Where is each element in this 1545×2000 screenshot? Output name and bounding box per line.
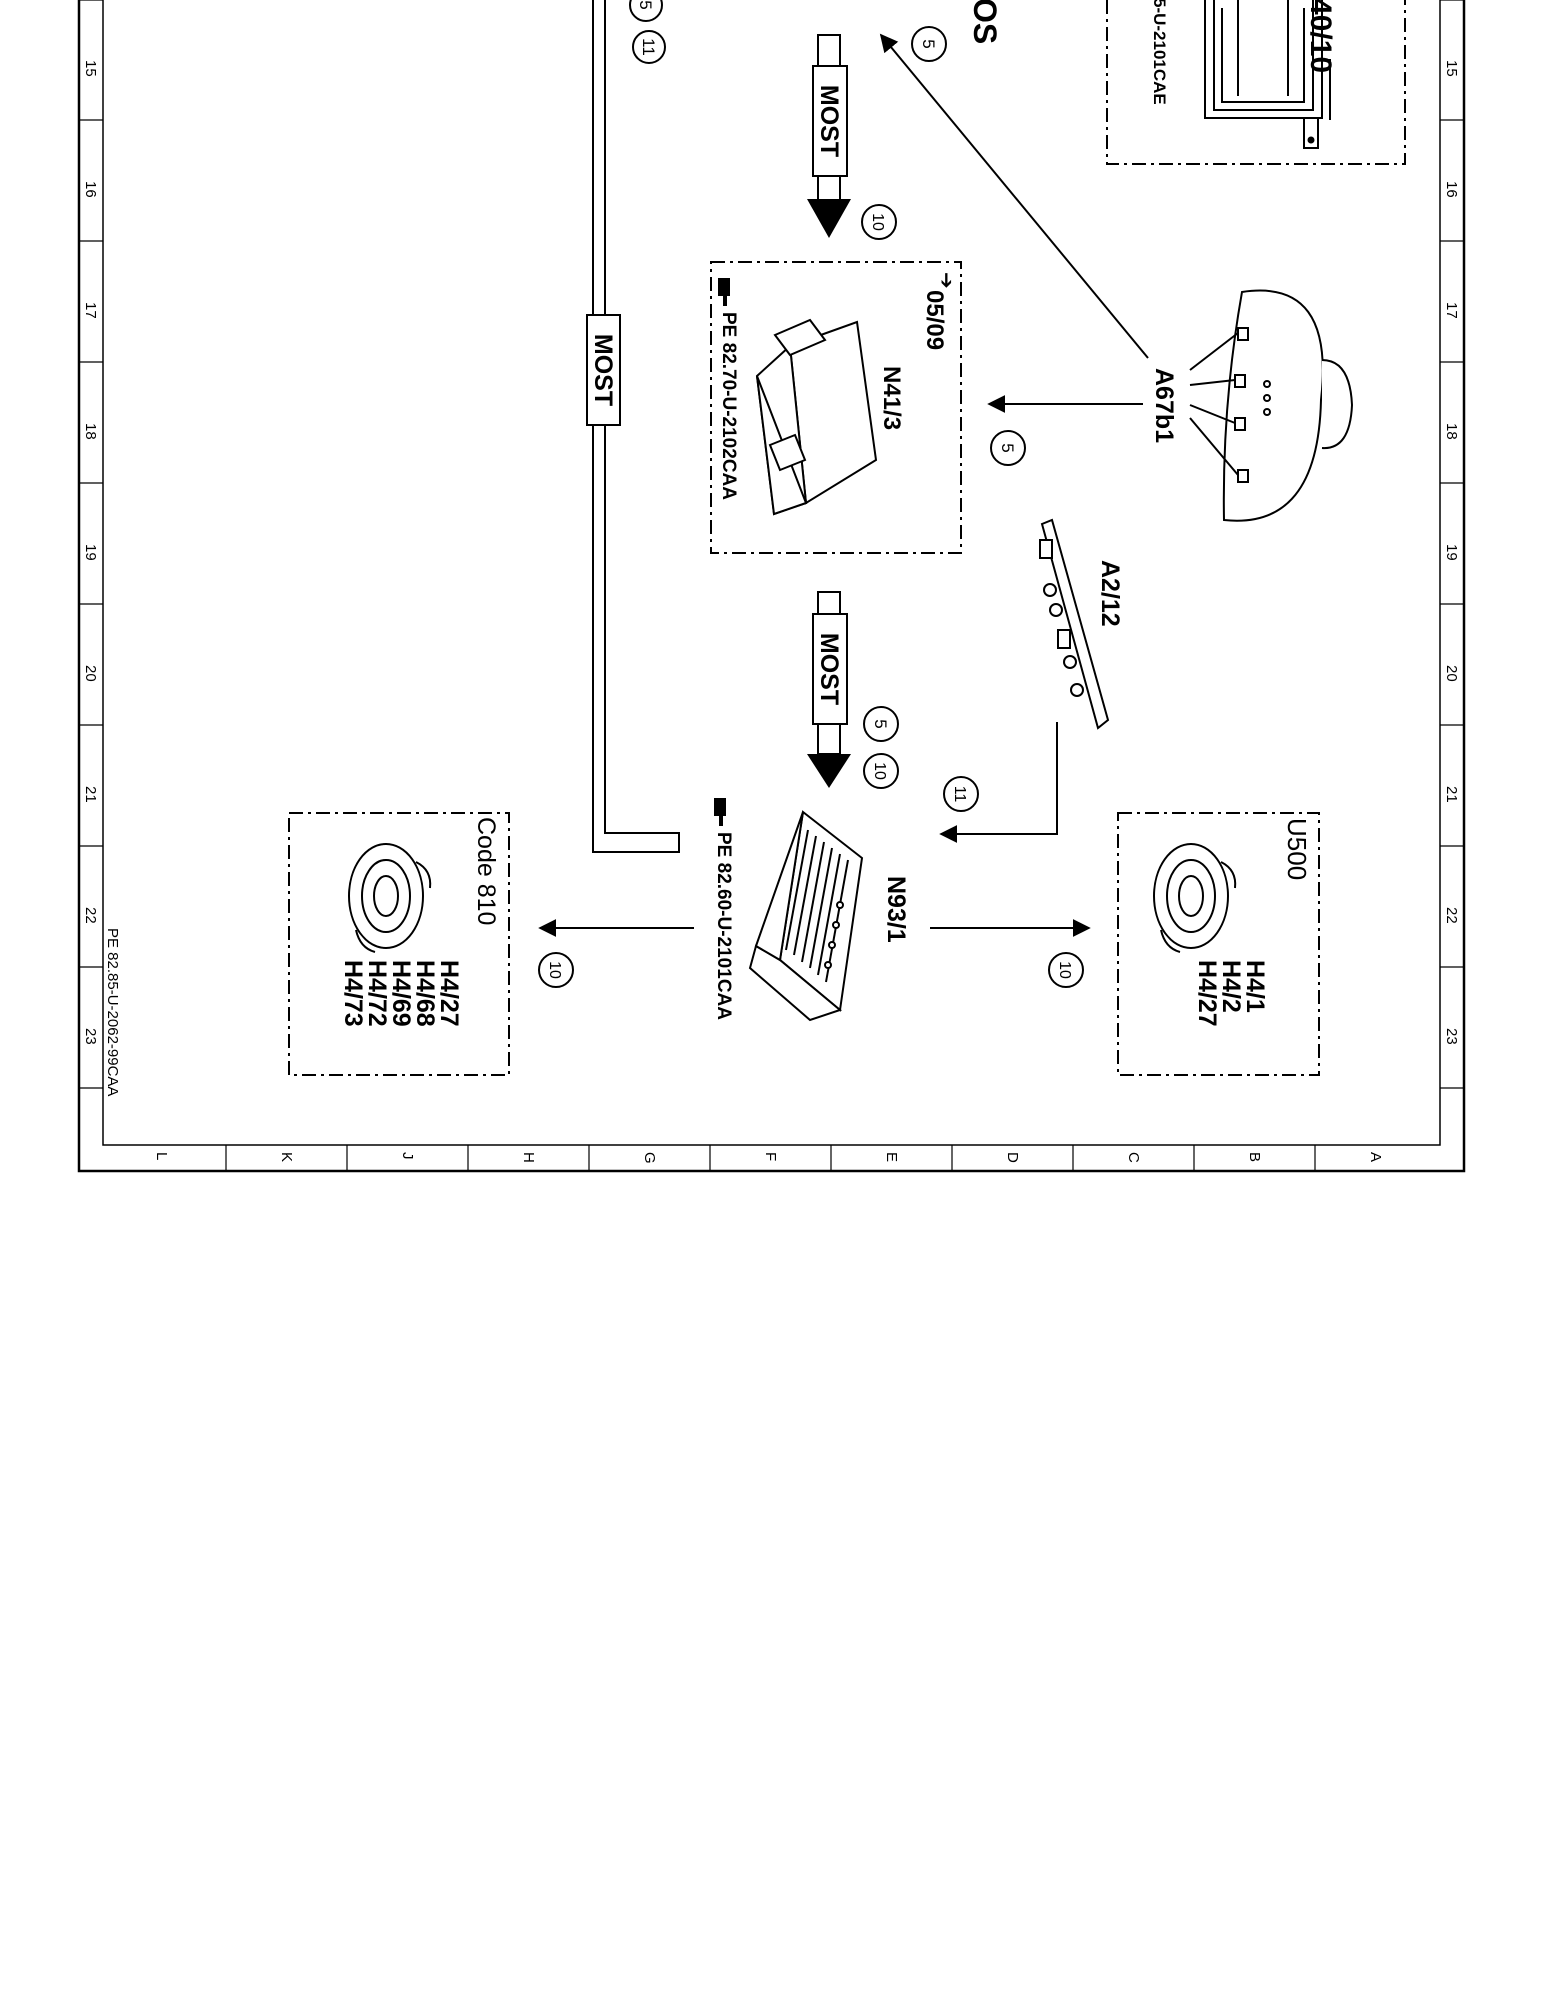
column-label: H [520,1152,537,1163]
code-810-item: H4/69 [387,960,415,1027]
row-label: 19 [1443,544,1460,561]
svg-text:5: 5 [919,39,938,48]
svg-text:5: 5 [871,719,890,728]
signal-number-a67b1-n41-3: 5 [990,430,1026,466]
svg-text:11: 11 [951,786,968,803]
most-connector-lower: MOST 5 10 [807,591,899,789]
svg-text:MOST: MOST [815,85,843,157]
most-bus-wire [592,0,680,853]
row-label: 18 [1443,423,1460,440]
row-label: 17 [1443,302,1460,319]
column-label: G [641,1152,658,1164]
svg-text:11: 11 [639,38,658,56]
code-810-title: Code 810 [472,817,500,925]
column-labels: L K J H G F E D C B A [153,1152,1384,1164]
u500-title: U500 [1282,818,1312,880]
n93-1-id: N93/1 [882,876,910,943]
column-label: E [883,1152,900,1162]
row-labels-left: 15 16 17 18 19 20 21 22 23 [82,60,99,1045]
column-label: C [1125,1152,1142,1163]
speaker-icon [348,843,432,953]
column-label: K [278,1152,295,1162]
row-label: 21 [82,786,99,803]
hand-pointer-icon [718,278,730,306]
row-label: 17 [82,302,99,319]
svg-text:5: 5 [636,0,655,9]
n41-3-ref: PE 82.70-U-2102CAA [718,312,739,500]
row-label: 16 [82,181,99,198]
row-label: 22 [82,907,99,924]
top-fragments: OS 5 40/10 5-U-2101CAE [911,0,1406,165]
code-810-item: H4/72 [363,960,391,1027]
signal-number-group-top-left: 5 11 [629,0,666,64]
row-label: 15 [1443,60,1460,77]
row-label: 22 [1443,907,1460,924]
code-810-item: H4/68 [411,960,439,1027]
row-label: 15 [82,60,99,77]
svg-text:5-U-2101CAE: 5-U-2101CAE [1150,0,1169,105]
column-label: L [153,1152,170,1160]
svg-text:5: 5 [998,443,1017,452]
antenna-strip-drawing [1039,518,1110,730]
arrow-a67b1-to-top [879,33,1149,359]
u500-item: H4/27 [1193,960,1221,1027]
sheet-frame [77,0,1466,1173]
svg-text:OS: OS [967,0,1003,44]
row-label: 20 [82,665,99,682]
row-label: 21 [1443,786,1460,803]
most-bus-label: MOST [586,314,621,426]
svg-text:40/10: 40/10 [1304,0,1337,73]
u500-item: H4/1 [1241,960,1269,1013]
u500-item: H4/2 [1217,960,1245,1013]
svg-text:10: 10 [546,961,563,979]
amplifier-drawing [748,810,864,1022]
mirror-drawing [1189,289,1354,522]
row-label: 19 [82,544,99,561]
signal-number-a2-12: 11 [943,776,979,812]
head-unit-drawing [1204,0,1331,149]
control-unit-drawing [755,318,878,516]
svg-text:MOST: MOST [589,334,617,406]
a2-12-id: A2/12 [1096,560,1124,627]
svg-text:MOST: MOST [815,633,843,705]
a67b1-id: A67b1 [1150,368,1178,443]
svg-text:10: 10 [1056,961,1073,979]
code-810-item: H4/27 [435,960,463,1027]
speaker-icon [1153,843,1237,953]
component-n41-3: 05/09 ➔ N41/3 PE 82.70-U-2102CAA [710,261,962,554]
row-label: 16 [1443,181,1460,198]
component-a2-12: A2/12 [1039,518,1124,730]
most-connector-upper: MOST 10 [807,34,897,240]
svg-text:10: 10 [871,762,888,780]
row-label: 18 [82,423,99,440]
arrow-a2-12-to-n93-1 [939,722,1058,843]
code-810-item: H4/73 [339,960,367,1027]
sheet-reference: PE 82.85-U-2062-99CAA [104,928,121,1096]
row-label: 23 [82,1028,99,1045]
column-label: D [1004,1152,1021,1163]
row-label: 23 [1443,1028,1460,1045]
column-label: F [762,1152,779,1161]
column-label: A [1367,1152,1384,1162]
component-a67b1: A67b1 [1150,289,1354,522]
row-labels-right: 15 16 17 18 19 20 21 22 23 [1443,60,1460,1045]
n41-3-link: 05/09 [921,290,948,350]
svg-text:10: 10 [869,213,886,231]
column-label: J [399,1152,416,1160]
arrow-glyph: ➔ [935,272,957,289]
column-label: B [1246,1152,1263,1162]
n93-1-ref: PE 82.60-U-2101CAA [713,832,734,1020]
component-n93-1: N93/1 PE 82.60-U-2101CAA [713,798,910,1022]
component-code-810: Code 810 H4/27 H4/68 H4/69 H4/72 H4/73 [288,812,510,1076]
n41-3-id: N41/3 [878,366,905,430]
row-label: 20 [1443,665,1460,682]
signal-number-code-810: 10 [538,952,574,988]
hand-pointer-icon [714,798,726,826]
component-u500: U500 H4/1 H4/2 H4/27 [1117,812,1320,1076]
signal-number-u500: 10 [1048,952,1084,988]
